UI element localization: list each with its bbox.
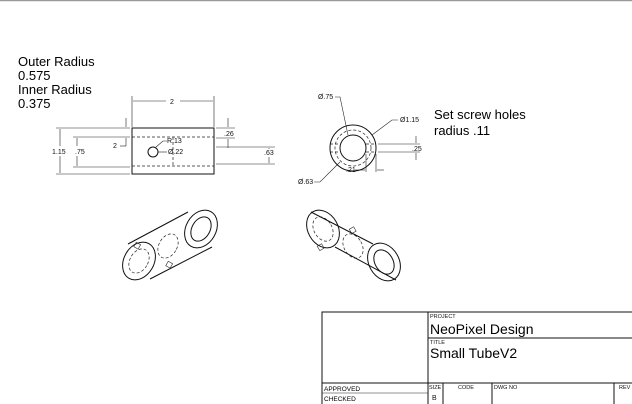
dim-hole-span: .63	[264, 150, 274, 157]
set-screw-note: Set screw holes radius .11	[434, 107, 526, 138]
set-screw-hole	[147, 146, 159, 158]
dim-side-outer-dia: Ø1.15	[400, 117, 419, 124]
set-screw-line2: radius .11	[434, 123, 490, 138]
approved-label: APPROVED	[324, 386, 360, 393]
dim-hole-dia: Ø.22	[168, 149, 183, 156]
dim-inner-dia: .75	[75, 149, 85, 156]
project-label: PROJECT	[430, 314, 456, 320]
inner-radius-value: 0.375	[18, 96, 51, 111]
dim-hole-offset: 2	[113, 143, 117, 150]
outer-radius-label: Outer Radius	[18, 54, 95, 69]
project-name: NeoPixel Design	[430, 321, 534, 337]
outer-circle	[329, 124, 377, 172]
isometric-view-right	[306, 209, 401, 282]
size-value: B	[432, 395, 437, 402]
title-label: TITLE	[430, 340, 445, 346]
outer-radius-value: 0.575	[18, 68, 51, 83]
title-block: PROJECT NeoPixel Design TITLE Small Tube…	[321, 311, 632, 404]
inner-radius-label: Inner Radius	[18, 82, 92, 97]
tube-outline	[131, 127, 215, 175]
drawing-title: Small TubeV2	[430, 345, 517, 361]
checked-label: CHECKED	[324, 396, 356, 403]
dim-side-hole-circle: Ø.63	[298, 179, 313, 186]
dim-side-hole-depth: .21	[346, 167, 356, 174]
size-label: SIZE	[429, 385, 442, 391]
rev-label: REV	[619, 385, 631, 391]
code-label: CODE	[458, 385, 474, 391]
dim-top-offset: .26	[224, 131, 234, 138]
isometric-view-left	[122, 209, 218, 281]
dim-side-hole-width: .25	[412, 146, 422, 153]
dwg-no-label: DWG NO	[494, 385, 518, 391]
set-screw-line1: Set screw holes	[434, 107, 526, 122]
inner-circle	[339, 134, 367, 162]
dim-outer-dia: 1.15	[52, 149, 66, 156]
dim-side-inner-dia: Ø.75	[318, 94, 333, 101]
dim-length: 2	[170, 99, 174, 106]
front-view: 2 1.15 .75 2 R.13 Ø.22 .26 .63	[52, 96, 275, 175]
radius-notes: Outer Radius 0.575 Inner Radius 0.375	[18, 54, 95, 111]
dim-hole-radius: R.13	[167, 138, 182, 145]
side-view: Ø.75 Ø1.15 Ø.63 .25 .21	[298, 94, 422, 186]
